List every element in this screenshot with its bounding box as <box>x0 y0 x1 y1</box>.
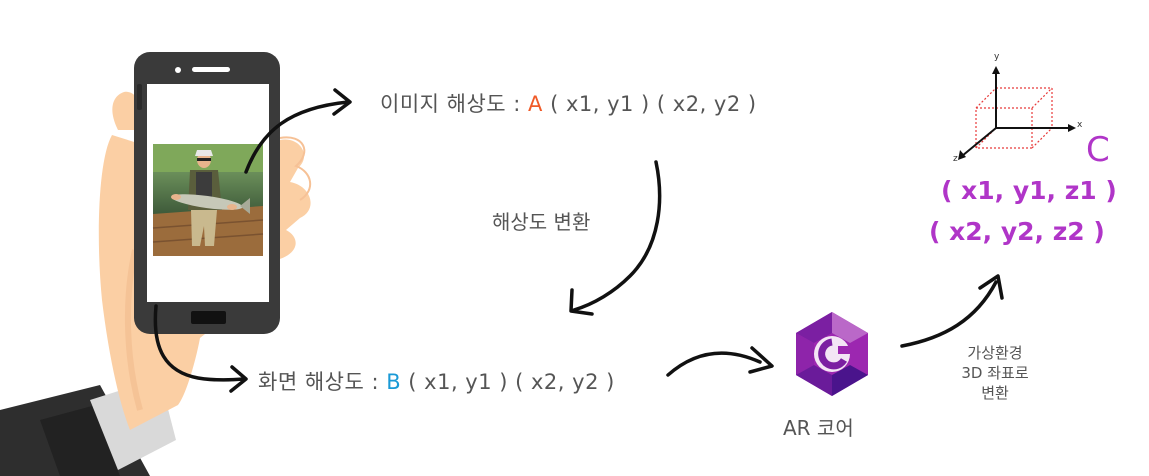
virtual-line-1: 가상환경 <box>967 344 1023 362</box>
arrow-to-ar-core <box>666 346 774 377</box>
coord-3d-1: ( x1, y1, z1 ) <box>941 176 1117 205</box>
3d-axes-icon <box>958 66 1076 160</box>
phone-icon <box>134 52 280 334</box>
letter-a: A <box>528 92 543 116</box>
screen-resolution-coords: ( x1, y1 ) ( x2, y2 ) <box>401 370 615 394</box>
image-resolution-coords: ( x1, y1 ) ( x2, y2 ) <box>542 92 757 116</box>
arrow-to-3d-coords <box>900 274 1004 348</box>
letter-c: C <box>1086 130 1110 170</box>
coord-3d-2: ( x2, y2, z2 ) <box>929 217 1105 246</box>
arrow-to-image-res <box>244 88 352 174</box>
axis-x-label: x <box>1077 120 1083 130</box>
screen-resolution-prefix: 화면 해상도 : <box>258 370 387 394</box>
letter-b: B <box>386 370 402 394</box>
ar-core-label: AR 코어 <box>783 416 854 440</box>
screen-resolution-label: 화면 해상도 : B ( x1, y1 ) ( x2, y2 ) <box>258 366 615 396</box>
axis-z-label: z <box>953 154 958 164</box>
arrow-to-screen-res <box>153 304 248 393</box>
arrow-resolution-conversion <box>569 160 662 316</box>
virtual-line-3: 변환 <box>981 384 1009 402</box>
image-resolution-prefix: 이미지 해상도 : <box>380 92 529 116</box>
ar-core-logo-icon <box>796 312 868 396</box>
axis-y-label: y <box>994 52 1000 62</box>
fishing-photo <box>152 144 264 256</box>
virtual-line-2: 3D 좌표로 <box>961 364 1029 382</box>
virtual-3d-label: 가상환경 3D 좌표로 변환 <box>940 343 1050 403</box>
resolution-conversion-label: 해상도 변환 <box>492 210 591 234</box>
image-resolution-label: 이미지 해상도 : A ( x1, y1 ) ( x2, y2 ) <box>380 88 757 118</box>
